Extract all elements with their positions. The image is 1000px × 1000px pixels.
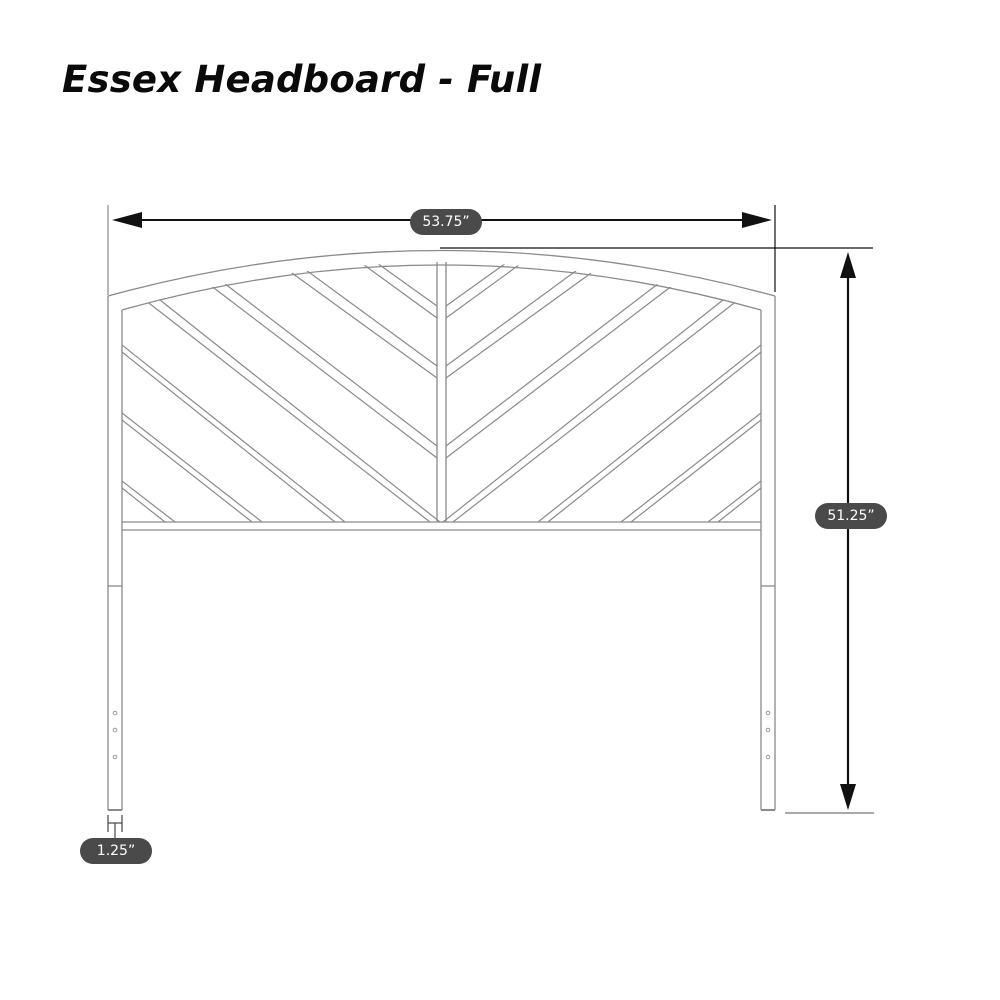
post-width-dimension <box>107 815 123 838</box>
headboard-frame <box>107 249 776 811</box>
leg-holes <box>112 710 771 760</box>
page-title: Essex Headboard - Full <box>62 58 542 101</box>
post-width-dimension-label: 1.25” <box>80 838 152 864</box>
height-dimension-label: 51.25” <box>815 503 887 529</box>
chevron-slats <box>122 262 761 522</box>
height-dimension <box>440 247 874 814</box>
width-dimension-label: 53.75” <box>410 209 482 235</box>
